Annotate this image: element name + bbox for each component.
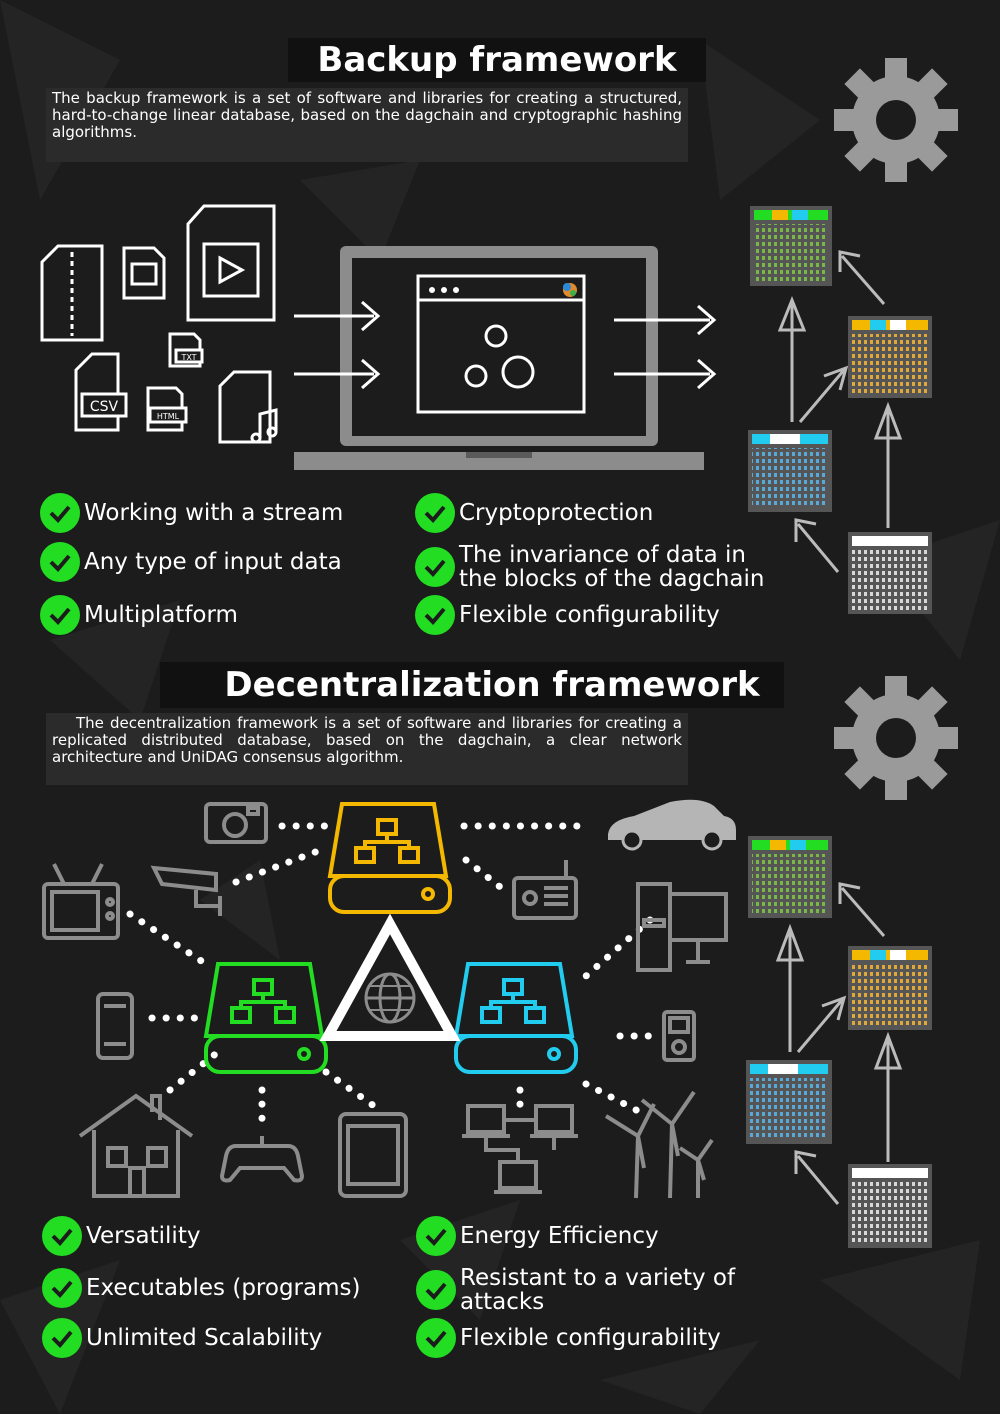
decentralization-feature-4: Energy Efficiency bbox=[416, 1216, 659, 1256]
node-cyan bbox=[453, 962, 578, 1074]
audio-file-icon bbox=[218, 370, 278, 444]
decentralization-feature-1: Versatility bbox=[42, 1216, 200, 1256]
decentralization-feature-3: Unlimited Scalability bbox=[42, 1318, 322, 1358]
cctv-icon bbox=[150, 865, 222, 916]
check-icon bbox=[40, 493, 80, 533]
backup-title-box bbox=[288, 38, 706, 82]
check-icon bbox=[415, 595, 455, 635]
csv-file-icon bbox=[74, 352, 128, 432]
check-icon bbox=[40, 595, 80, 635]
gear-icon bbox=[834, 676, 958, 800]
dagchain-blocks-bottom bbox=[746, 836, 932, 1248]
wind-turbine-icon bbox=[604, 1090, 714, 1199]
check-icon bbox=[42, 1318, 82, 1358]
block-green bbox=[750, 206, 832, 286]
backup-feature-4: Cryptoprotection bbox=[415, 493, 653, 533]
html-label: HTML bbox=[157, 412, 180, 421]
block-blue bbox=[748, 430, 832, 512]
node-yellow bbox=[327, 802, 452, 914]
gear-icon bbox=[834, 58, 958, 182]
radio-icon bbox=[512, 860, 578, 920]
block-white bbox=[848, 1164, 932, 1248]
node-green bbox=[203, 962, 328, 1074]
check-icon bbox=[40, 542, 80, 582]
txt-label: TXT bbox=[180, 353, 196, 362]
check-icon bbox=[416, 1318, 456, 1358]
mp3-player-icon bbox=[662, 1010, 696, 1062]
network-diagram bbox=[42, 799, 736, 1199]
decentralization-title-box bbox=[160, 662, 784, 708]
car-icon bbox=[608, 799, 736, 851]
house-icon bbox=[78, 1093, 194, 1198]
block-white bbox=[848, 532, 932, 614]
check-icon bbox=[415, 547, 455, 587]
decentralization-description: The decentralization framework is a set … bbox=[46, 713, 688, 785]
app-window-icon bbox=[416, 274, 586, 414]
backup-feature-3: Multiplatform bbox=[40, 595, 238, 635]
block-orange bbox=[848, 946, 932, 1030]
backup-description: The backup framework is a set of softwar… bbox=[46, 88, 688, 162]
tablet-icon bbox=[338, 1112, 408, 1198]
check-icon bbox=[42, 1216, 82, 1256]
check-icon bbox=[416, 1270, 456, 1310]
smartphone-icon bbox=[96, 992, 134, 1060]
html-file-icon bbox=[146, 386, 188, 432]
globe-icon bbox=[319, 913, 461, 1041]
camera-icon bbox=[204, 802, 268, 844]
block-blue bbox=[746, 1060, 832, 1144]
decentralization-title: Decentralization framework bbox=[224, 665, 760, 705]
zip-file-icon bbox=[40, 244, 104, 342]
block-green bbox=[748, 836, 832, 918]
decentralization-feature-2: Executables (programs) bbox=[42, 1268, 360, 1308]
check-icon bbox=[42, 1268, 82, 1308]
check-icon bbox=[416, 1216, 456, 1256]
desktop-pc-icon bbox=[636, 882, 728, 972]
backup-feature-1: Working with a stream bbox=[40, 493, 343, 533]
backup-title: Backup framework bbox=[317, 40, 677, 80]
csv-label: CSV bbox=[90, 399, 119, 415]
video-file-icon bbox=[186, 204, 276, 322]
dagchain-blocks-top bbox=[748, 206, 932, 614]
check-icon bbox=[415, 493, 455, 533]
txt-file-icon bbox=[168, 332, 204, 368]
laptop-icon bbox=[294, 246, 717, 470]
input-files-group: CSV TXT HTML bbox=[40, 204, 278, 444]
decentralization-feature-6: Flexible configurability bbox=[416, 1318, 721, 1358]
tv-icon bbox=[42, 863, 120, 940]
network-pcs-icon bbox=[462, 1104, 578, 1194]
gamepad-icon bbox=[219, 1136, 305, 1183]
backup-feature-5: The invariance of data in the blocks of … bbox=[415, 543, 785, 591]
decentralization-feature-5: Resistant to a variety of attacks bbox=[416, 1266, 776, 1314]
backup-feature-6: Flexible configurability bbox=[415, 595, 720, 635]
block-orange bbox=[848, 316, 932, 398]
backup-feature-2: Any type of input data bbox=[40, 542, 342, 582]
image-file-icon bbox=[122, 246, 166, 300]
